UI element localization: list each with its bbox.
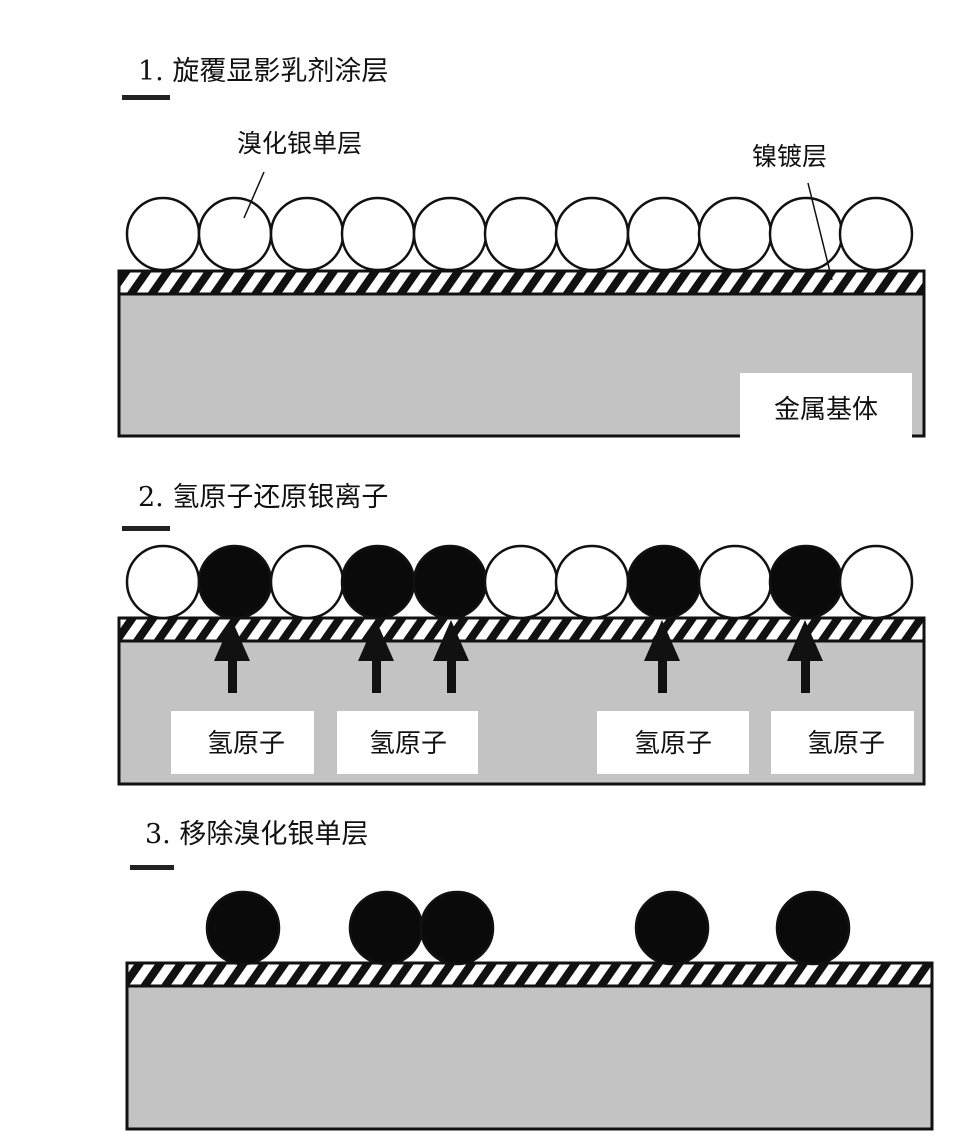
silver-bromide-particle: [838, 544, 914, 620]
step-3-nickel-layer: [125, 961, 934, 988]
up-arrow-icon: [787, 620, 823, 693]
hydrogen-label: 氢原子: [369, 729, 447, 759]
hydrogen-label: 氢原子: [807, 729, 885, 759]
silver-atom: [775, 890, 851, 966]
step-3-title: 3. 移除溴化银单层: [145, 819, 368, 850]
hydrogen-label-box: [337, 711, 478, 774]
silver-bromide-particle: [269, 544, 345, 620]
step-2-underline: [122, 526, 170, 531]
silver-atom: [419, 890, 495, 966]
silver-atom: [205, 890, 281, 966]
silver-bromide-particle: [125, 544, 201, 620]
hydrogen-label-box: [171, 711, 314, 774]
hydrogen-label-box: [771, 711, 914, 774]
step-1: 1. 旋覆显影乳剂涂层 溴化银单层 镍镀层 金属基体: [117, 56, 926, 439]
hydrogen-label: 氢原子: [207, 729, 285, 759]
substrate-label-box: [740, 373, 912, 439]
callout-nickel-layer: 镍镀层: [752, 142, 827, 171]
hydrogen-label: 氢原子: [634, 729, 712, 759]
silver-bromide-particle: [838, 196, 914, 272]
callout-agbr-monolayer: 溴化银单层: [237, 129, 362, 158]
silver-bromide-particle: [554, 544, 630, 620]
step-3-particles: [205, 890, 851, 966]
silver-atom: [197, 544, 273, 620]
hydrogen-arrows: [214, 620, 823, 693]
silver-bromide-particle: [197, 196, 273, 272]
step-2-title: 2. 氢原子还原银离子: [138, 482, 388, 513]
step-2: 2. 氢原子还原银离子: [117, 482, 926, 786]
step-1-underline: [122, 95, 170, 100]
silver-bromide-particle: [340, 196, 416, 272]
silver-atom: [348, 890, 424, 966]
silver-atom: [340, 544, 416, 620]
silver-atom: [634, 890, 710, 966]
silver-atom: [626, 544, 702, 620]
silver-atom: [768, 544, 844, 620]
silver-bromide-particle: [483, 544, 559, 620]
silver-bromide-particle: [483, 196, 559, 272]
silver-bromide-particle: [554, 196, 630, 272]
silver-bromide-particle: [125, 196, 201, 272]
callout-nickel-leader: [807, 182, 833, 281]
up-arrow-icon: [214, 620, 250, 693]
step-1-title: 1. 旋覆显影乳剂涂层: [138, 56, 388, 87]
step-3: 3. 移除溴化银单层: [125, 819, 934, 1131]
substrate-label: 金属基体: [774, 395, 878, 425]
step-3-substrate: [125, 984, 934, 1131]
step-2-particles: [125, 544, 914, 620]
hydrogen-label-boxes: 氢原子 氢原子 氢原子 氢原子: [171, 711, 914, 774]
step-3-underline: [130, 865, 174, 870]
up-arrow-icon: [358, 620, 394, 693]
silver-atom: [412, 544, 488, 620]
up-arrow-icon: [433, 620, 469, 693]
up-arrow-icon: [644, 620, 680, 693]
silver-bromide-particle: [626, 196, 702, 272]
silver-bromide-particle: [412, 196, 488, 272]
silver-bromide-particle: [269, 196, 345, 272]
silver-bromide-particle: [697, 544, 773, 620]
silver-bromide-particle: [768, 196, 844, 272]
step-1-particles: [125, 196, 914, 272]
hydrogen-label-box: [597, 711, 749, 774]
callout-agbr-leader: [243, 171, 265, 219]
silver-bromide-particle: [697, 196, 773, 272]
step-1-nickel-layer: [117, 269, 926, 296]
